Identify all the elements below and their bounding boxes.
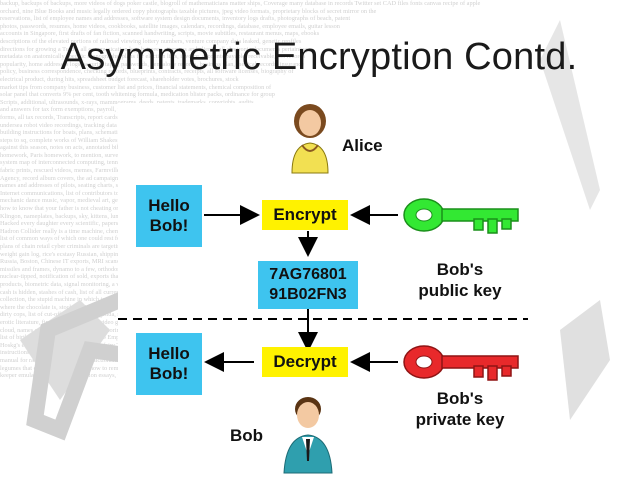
encrypt-box: Encrypt	[262, 200, 348, 230]
diagram-arrows	[118, 104, 528, 474]
plaintext-line-2: Bob!	[149, 216, 189, 235]
ciphertext-line-2: 91B02FN3	[269, 286, 347, 303]
decrypted-line-2: Bob!	[149, 364, 189, 383]
plaintext-line-1: Hello	[148, 196, 190, 215]
decrypted-message-box: Hello Bob!	[136, 333, 202, 395]
public-key-label: Bob's public key	[400, 259, 520, 301]
decrypted-line-1: Hello	[148, 344, 190, 363]
ciphertext-line-1: 7AG76801	[269, 266, 347, 283]
alice-person-icon	[291, 104, 329, 174]
encryption-diagram: Alice Hello Bob! Encrypt 7AG76801 91B02F…	[118, 103, 528, 475]
private-key-label: Bob's private key	[400, 388, 520, 430]
bob-label: Bob	[230, 426, 264, 445]
ciphertext-box: 7AG76801 91B02FN3	[258, 261, 358, 309]
bob-person-icon	[283, 397, 333, 474]
public-key-label-line-1: Bob's	[436, 260, 484, 279]
green-key-icon	[403, 198, 519, 234]
decrypt-box: Decrypt	[262, 347, 348, 377]
alice-label: Alice	[342, 136, 383, 155]
slide-title: Asymmetric Encryption Contd.	[60, 36, 578, 78]
red-key-icon	[403, 345, 519, 381]
public-key-label-line-2: public key	[418, 281, 502, 300]
private-key-label-line-1: Bob's	[436, 389, 484, 408]
plaintext-message-box: Hello Bob!	[136, 185, 202, 247]
private-key-label-line-2: private key	[415, 410, 505, 429]
